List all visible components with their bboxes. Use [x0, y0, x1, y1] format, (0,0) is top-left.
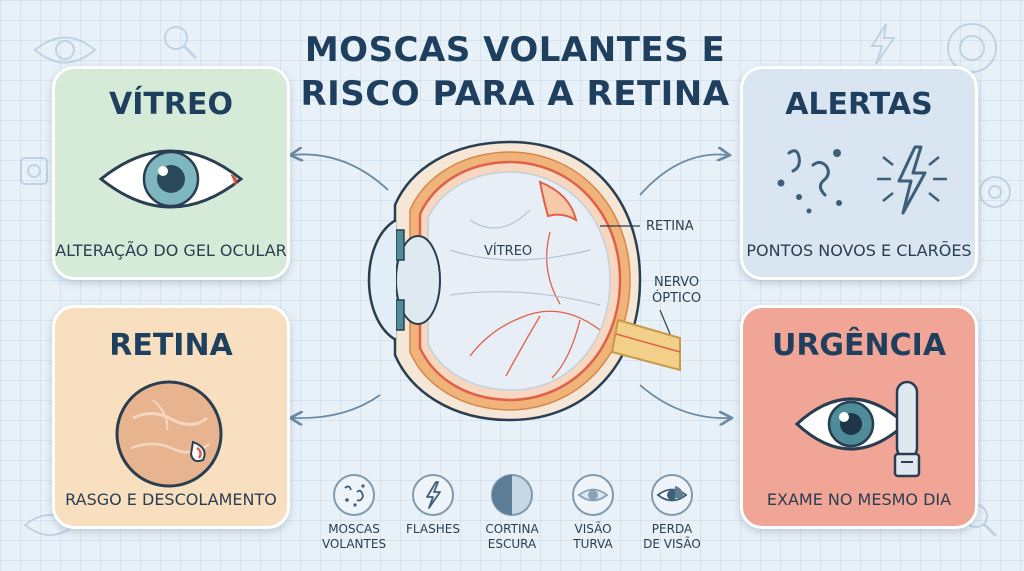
symptom-dark-curtain: CORTINA ESCURA [472, 472, 552, 552]
arrow-to-retina [292, 394, 381, 418]
dark-curtain-icon [491, 474, 533, 516]
arrow-to-alertas [639, 155, 728, 196]
iris [395, 229, 405, 261]
symptom-floaters-line2: VOLANTES [321, 537, 387, 551]
card-alertas-heading: ALERTAS [785, 87, 933, 122]
page-title: MOSCAS VOLANTES E RISCO PARA A RETINA [300, 28, 730, 116]
symptom-dark-curtain-line2: ESCURA [487, 537, 537, 551]
optic-nerve [610, 318, 681, 372]
background-eye-icon [33, 36, 97, 64]
floaters-icon [333, 474, 375, 516]
background-lightning-icon [870, 23, 896, 65]
card-retina-caption: RASGO E DESCOLAMENTO [65, 490, 277, 509]
vitreous-body [427, 171, 611, 391]
card-vitreo-heading: VÍTREO [109, 87, 233, 122]
symptom-vision-loss-label: PERDA DE VISÃO [632, 522, 712, 552]
nerve-leader-line [659, 309, 671, 335]
retinal-vessels [469, 231, 601, 379]
card-urgencia: URGÊNCIA EXAME NO MESMO DIA [740, 305, 978, 529]
card-urgencia-caption: EXAME NO MESMO DIA [766, 490, 952, 509]
card-vitreo-caption: ALTERAÇÃO DO GEL OCULAR [55, 241, 287, 260]
symptom-dark-curtain-line1: CORTINA [485, 522, 539, 536]
symptom-blurred-vision-line1: VISÃO [574, 522, 612, 536]
card-vitreo: VÍTREO ALTERAÇÃO DO GEL OCULAR [52, 66, 290, 280]
symptom-blurred-vision-label: VISÃO TURVA [553, 522, 633, 552]
card-urgencia-heading: URGÊNCIA [771, 328, 947, 363]
flash-icon [877, 145, 947, 215]
diagram-label-optico: ÓPTICO [652, 291, 702, 306]
vision-loss-icon [651, 474, 693, 516]
symptom-floaters-line1: MOSCAS [328, 522, 380, 536]
arrow-to-urgencia [639, 384, 730, 418]
card-alertas: ALERTAS PONTOS NOVOS E CLARÕES [740, 66, 978, 280]
symptom-vision-loss-line1: PERDA [651, 522, 693, 536]
card-alertas-caption: PONTOS NOVOS E CLARÕES [746, 241, 972, 260]
arrow-to-vitreo [292, 154, 389, 191]
symptom-blurred-vision-line2: TURVA [573, 537, 613, 551]
diagram-label-retina: RETINA [646, 219, 694, 234]
diagram-label-vitreo: VÍTREO [484, 244, 533, 259]
symptom-flashes-line1: FLASHES [406, 522, 460, 536]
floaters-icon [777, 149, 842, 214]
symptom-blurred-vision: VISÃO TURVA [553, 472, 633, 552]
diagram-label-nervo: NERVO [653, 275, 700, 290]
background-camera-icon [20, 157, 48, 185]
card-retina-heading: RETINA [109, 328, 233, 363]
background-target-icon-small [979, 176, 1011, 208]
vitreous-strands [449, 209, 601, 306]
diagram-label-optic-nerve: NERVO ÓPTICO [652, 275, 701, 307]
symptom-flashes: FLASHES [393, 472, 473, 537]
card-retina: RETINA RASGO E DESCOLAMENTO [52, 305, 290, 529]
title-line-2: RISCO PARA A RETINA [300, 74, 730, 114]
title-line-1: MOSCAS VOLANTES E [304, 30, 726, 70]
symptom-dark-curtain-label: CORTINA ESCURA [472, 522, 552, 552]
symptom-floaters-label: MOSCAS VOLANTES [314, 522, 394, 552]
symptom-vision-loss: PERDA DE VISÃO [632, 472, 712, 552]
eye-exam-icon [794, 380, 921, 478]
eye-cross-section-diagram [367, 140, 681, 422]
retinal-fold [538, 180, 578, 223]
background-magnifier-icon [164, 26, 198, 60]
eye-icon [98, 149, 244, 209]
blurred-eye-icon [572, 474, 614, 516]
cornea [367, 218, 397, 342]
flash-icon [412, 474, 454, 516]
retina-tear-icon [115, 380, 223, 488]
symptom-flashes-label: FLASHES [393, 522, 473, 537]
symptom-vision-loss-line2: DE VISÃO [643, 537, 701, 551]
symptom-floaters: MOSCAS VOLANTES [314, 472, 394, 552]
